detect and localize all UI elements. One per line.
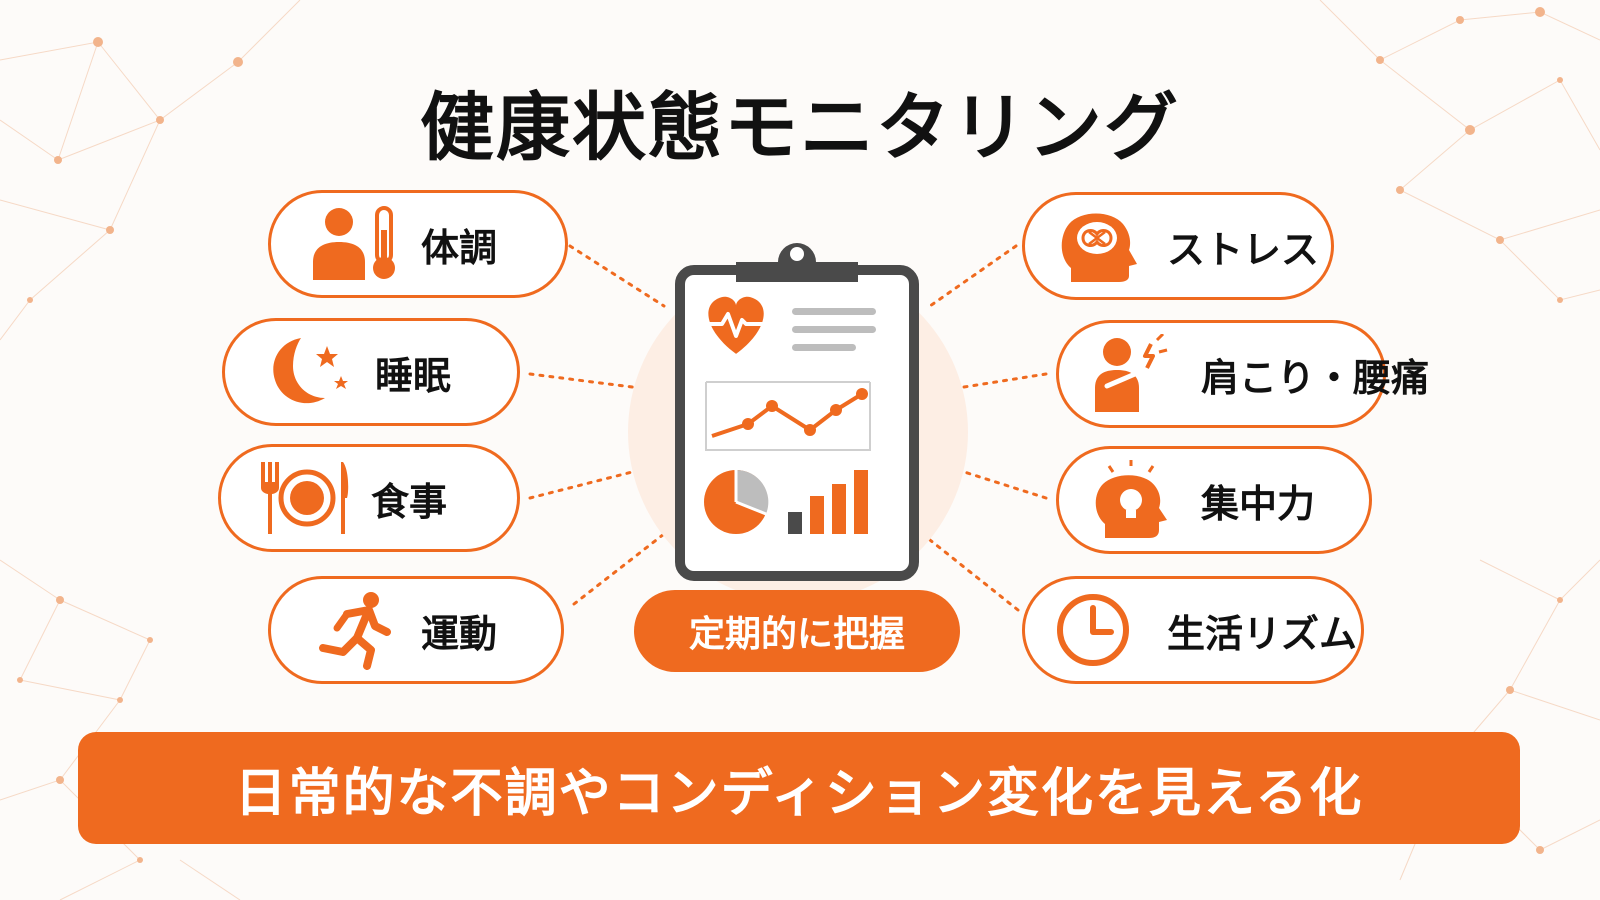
summary-banner: 日常的な不調やコンディション変化を見える化: [78, 732, 1520, 844]
brain-head-icon: [1053, 206, 1149, 286]
item-label: 体調: [421, 225, 498, 270]
shoulder-pain-icon: [1087, 334, 1183, 414]
running-person-icon: [307, 590, 403, 670]
item-label: 集中力: [1201, 481, 1316, 526]
item-label: 肩こり・腰痛: [1201, 355, 1430, 400]
center-badge: 定期的に把握: [634, 590, 960, 672]
item-label: 睡眠: [375, 353, 452, 398]
clock-icon: [1053, 590, 1149, 670]
item-meal: 食事: [218, 444, 520, 552]
item-label: ストレス: [1167, 227, 1320, 272]
item-stress: ストレス: [1022, 192, 1334, 300]
item-life-rhythm: 生活リズム: [1022, 576, 1364, 684]
item-label: 運動: [421, 611, 498, 656]
item-shoulder-back-pain: 肩こり・腰痛: [1056, 320, 1429, 428]
item-label: 生活リズム: [1167, 611, 1358, 656]
person-thermometer-icon: [307, 204, 403, 284]
lightbulb-head-icon: [1087, 460, 1183, 540]
clipboard-icon: [675, 243, 919, 581]
item-exercise: 運動: [268, 576, 564, 684]
fork-plate-knife-icon: [257, 458, 353, 538]
item-body-condition: 体調: [268, 190, 568, 298]
moon-stars-icon: [261, 332, 357, 412]
item-sleep: 睡眠: [222, 318, 520, 426]
item-label: 食事: [371, 479, 448, 524]
item-concentration: 集中力: [1056, 446, 1372, 554]
page-title: 健康状態モニタリング: [420, 85, 1180, 171]
